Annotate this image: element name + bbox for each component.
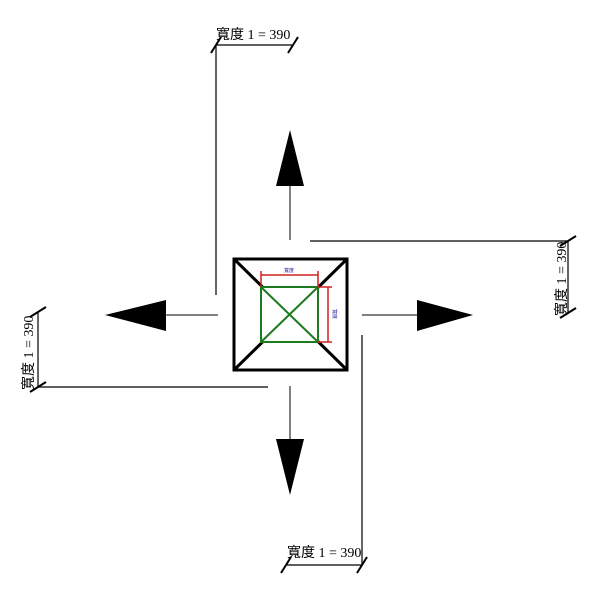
dimension-label-right: 寬度 1 = 390 bbox=[553, 242, 570, 316]
roof-plan: 寬度 寬度 bbox=[232, 257, 349, 372]
dimension-label-left: 寬度 1 = 390 bbox=[20, 316, 37, 390]
dimension-bottom bbox=[280, 335, 368, 574]
dimension-label-top: 寬度 1 = 390 bbox=[216, 26, 290, 43]
dimension-left bbox=[29, 306, 268, 393]
dimension-top bbox=[210, 36, 299, 295]
inner-dimension-right bbox=[318, 286, 332, 343]
inner-label-top: 寬度 bbox=[284, 267, 294, 274]
arrow-left bbox=[105, 300, 218, 331]
arrow-down-icon bbox=[276, 439, 304, 495]
arrow-up bbox=[276, 130, 304, 240]
arrow-up-icon bbox=[276, 130, 304, 186]
arrow-right-icon bbox=[417, 300, 473, 331]
inner-label-right: 寬度 bbox=[331, 309, 338, 319]
dimension-label-bottom: 寬度 1 = 390 bbox=[287, 544, 361, 561]
inner-dimension-top bbox=[260, 271, 319, 287]
outer-square bbox=[232, 257, 349, 372]
arrow-down bbox=[276, 386, 304, 495]
dimension-right bbox=[310, 235, 577, 319]
inner-diagonal-2 bbox=[260, 286, 319, 343]
arrow-left-icon bbox=[105, 300, 166, 331]
arrow-right bbox=[362, 300, 473, 331]
